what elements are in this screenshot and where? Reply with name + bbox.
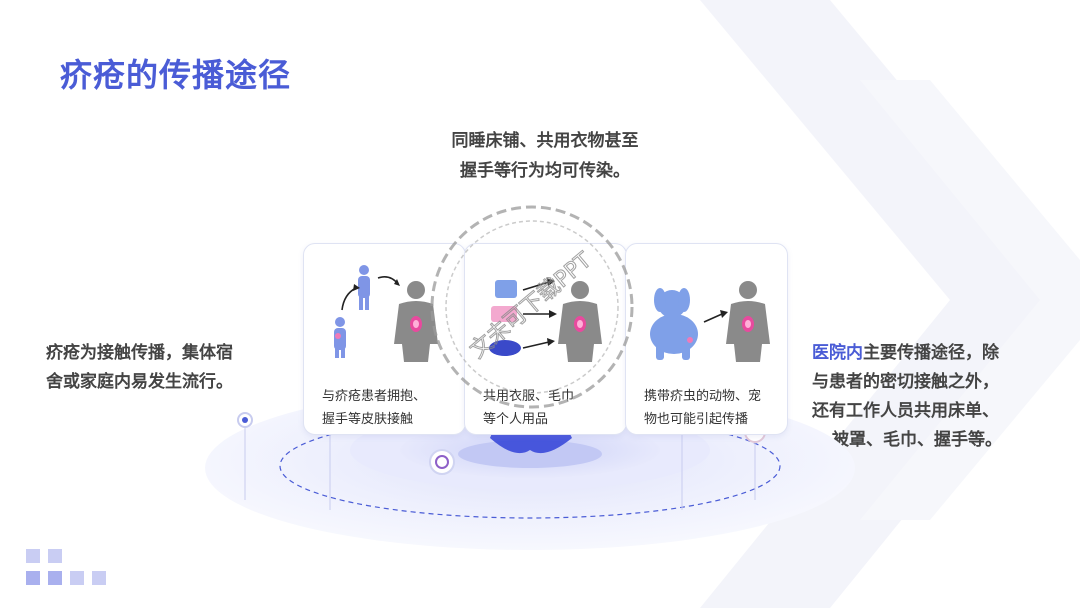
top-description-line-1: 同睡床铺、共用衣物甚至 [400, 126, 690, 156]
watermark-text: 文未可下载PPT [466, 248, 597, 364]
card-animals-caption-line-1: 携带疥虫的动物、宠 [644, 384, 777, 407]
square-decoration [48, 549, 62, 563]
watermark-stamp: 文未可下载PPT [425, 200, 640, 415]
square-decoration [70, 571, 84, 585]
animals-illustration [626, 244, 787, 384]
square-decoration [92, 571, 106, 585]
top-description: 同睡床铺、共用衣物甚至 握手等行为均可传染。 [400, 126, 690, 186]
left-description-line-1: 疥疮为接触传播，集体宿 [46, 338, 276, 367]
right-description-highlight: 医院内 [812, 343, 863, 362]
right-description-line-1: 主要传播途径，除 [863, 343, 999, 362]
page-title: 疥疮的传播途径 [60, 50, 291, 96]
square-decoration [48, 571, 62, 585]
card-animals-caption-line-2: 物也可能引起传播 [644, 407, 777, 430]
top-description-line-2: 握手等行为均可传染。 [400, 156, 690, 186]
square-decoration [26, 571, 40, 585]
card-animals: 携带疥虫的动物、宠 物也可能引起传播 [625, 243, 788, 435]
card-animals-caption: 携带疥虫的动物、宠 物也可能引起传播 [644, 384, 777, 430]
square-decoration [26, 549, 40, 563]
